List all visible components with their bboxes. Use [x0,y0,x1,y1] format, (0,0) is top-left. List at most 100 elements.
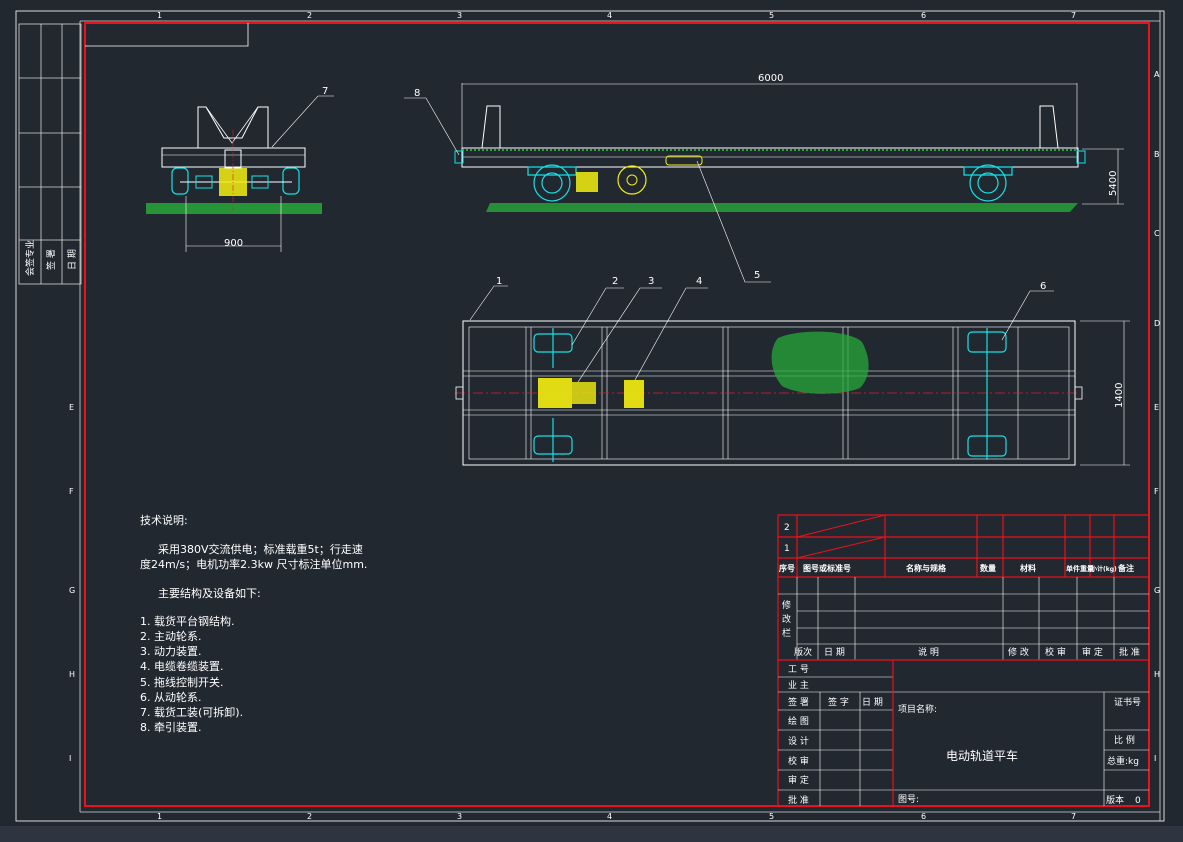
zone-bottom-1: 1 [157,812,162,821]
side-deck [461,147,1079,168]
end-view-wheel-right [282,167,300,195]
project-label: 项目名称: [898,703,937,715]
plan-drive-wheel-top [533,328,573,368]
zone-left-h: H [69,670,75,679]
bom-row-1: 1 [784,544,790,554]
callout-2: 2 [612,276,618,287]
sig-check: 校 审 [788,755,809,767]
end-view-wheel-left [171,167,189,195]
zone-right-c: C [1154,229,1160,238]
version-value: 0 [1135,796,1141,806]
zone-top-6: 6 [921,11,926,20]
callout-1: 1 [496,276,502,287]
zone-top-5: 5 [769,11,774,20]
coupler-right [1076,150,1086,164]
version-label: 版本 [1106,794,1124,806]
leader-7 [271,95,334,148]
left-signing-strip [18,23,82,285]
callout-7: 7 [322,86,328,97]
zone-labels-right: A B C D E F G H I [1154,70,1160,763]
leader-2 [571,287,624,346]
zone-top-2: 2 [307,11,312,20]
zone-bottom-7: 7 [1071,812,1076,821]
zone-right-g: G [1154,586,1160,595]
sig-approve: 批 准 [788,794,809,806]
leader-4 [634,287,708,381]
side-cable-reel [617,165,647,195]
zone-left-f: F [69,487,74,496]
zone-right-i: I [1154,754,1156,763]
plan-driven-wheel-top [967,328,1007,460]
side-wheel-right [963,164,1013,202]
dim-height: 5400 [1108,171,1119,196]
notes-item-5: 5. 拖线控制开关. [140,675,224,689]
strip-label-sign: 签 署 [45,249,57,270]
bom-header-remarks: 备注 [1117,563,1134,573]
strip-label-date: 日 期 [67,249,78,270]
callout-5: 5 [754,270,760,281]
callout-4: 4 [696,276,702,287]
sig-job-no: 工 号 [788,664,809,675]
notes-para-line2: 度24m/s；电机功率2.3kw 尺寸标注单位mm. [140,557,367,571]
side-ground [486,203,1078,212]
rev-header-approve-set: 审 定 [1082,646,1103,658]
sig-header-date: 日 期 [862,697,883,708]
zone-right-e: E [1154,403,1159,412]
bom-header-no: 序号 [779,563,795,573]
leader-6 [1001,290,1054,341]
zone-top-1: 1 [157,11,162,20]
sig-owner: 业 主 [788,679,809,691]
rev-side-1: 修 [782,599,791,611]
leader-3 [577,287,662,383]
outer-sheet-frame [15,10,1165,822]
leader-8 [404,97,460,156]
leader-5 [696,160,771,283]
dim-width-plan: 1400 [1114,383,1125,408]
top-left-label-box [85,23,249,47]
strip-label-discipline: 会签专业 [24,240,36,276]
sig-design: 设 计 [788,735,809,747]
scale-label: 比 例 [1114,734,1135,746]
zone-top-7: 7 [1071,11,1076,20]
notes-item-2: 2. 主动轮系. [140,629,202,643]
sig-verify: 审 定 [788,774,809,786]
technical-notes: 技术说明: 采用380V交流供电；标准载重5t；行走速 度24m/s；电机功率2… [140,513,367,734]
zone-bottom-5: 5 [769,812,774,821]
dim-overall-length: 6000 [758,73,783,84]
zone-top-3: 3 [457,11,462,20]
end-view-ground [146,203,322,214]
notes-heading: 技术说明: [140,513,188,527]
notes-item-3: 3. 动力装置. [140,645,202,658]
side-elevation [454,83,1124,212]
zone-top-4: 4 [607,11,612,20]
callout-8: 8 [414,88,420,99]
end-view-deck [161,147,306,168]
viewport-bottom-bar [0,826,1183,842]
cert-label: 证书号 [1114,697,1141,708]
sig-header-sign: 签 字 [828,696,849,708]
bom-header-unit-weight: 单件重量 [1066,564,1094,573]
zone-right-b: B [1154,150,1160,159]
zone-left-g: G [69,586,75,595]
plan-drive-wheel-bottom [533,418,573,462]
zone-labels-top: 1 2 3 4 5 6 7 [157,11,1076,20]
rev-header-version: 版次 [794,646,812,658]
weight-label: 总重:kg [1107,755,1139,767]
bom-header-material: 材料 [1020,563,1036,573]
notes-item-7: 7. 载货工装(可拆卸). [140,705,243,719]
zone-right-h: H [1154,670,1160,679]
callout-6: 6 [1040,281,1046,292]
notes-list-heading: 主要结构及设备如下: [158,586,261,600]
zone-left-i: I [69,754,71,763]
side-control-switch [665,155,703,166]
bom-header-name: 名称与规格 [906,563,947,573]
zone-labels-left: E F G H I [69,403,75,763]
leader-1 [469,285,508,321]
plan-load-area [771,331,869,394]
product-name: 电动轨道平车 [946,748,1018,763]
red-drawing-frame [84,22,1150,807]
bom-header-drawing: 图号或标准号 [803,563,851,573]
zone-labels-bottom: 1 2 3 4 5 6 7 [157,812,1076,821]
zone-right-a: A [1154,70,1160,79]
